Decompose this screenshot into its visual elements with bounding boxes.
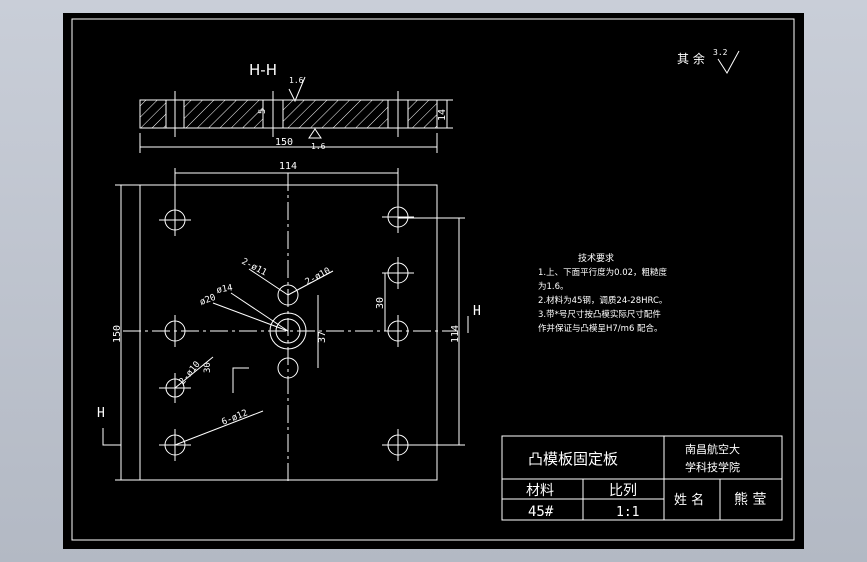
height-150: 150 [112,325,123,343]
section-view: H-H 14 5 1.6 1.6 150 [139,61,453,153]
section-label: H-H [249,61,277,79]
scale-value: 1:1 [616,505,639,520]
label-14: ø14 [216,283,234,296]
roughness-top: 1.6 [289,76,304,85]
tech-req-line2: 为1.6。 [538,281,569,292]
hole-top-right [382,201,414,233]
tech-req-line5: 作并保证与凸模呈H7/m6 配合。 [538,323,663,334]
name-label: 姓 名 [674,492,704,508]
school-line2: 学科技学院 [685,460,740,474]
drawing-border [71,18,795,541]
hole-center-top [277,284,299,306]
hole-top-left [159,204,191,236]
tech-req-line1: 1.上、下面平行度为0.02，粗糙度 [538,267,668,278]
plan-view: 114 150 114 30 37 2-ø11 2-ø10 [97,161,481,483]
hole-mid-left [164,315,186,347]
section-mark-left: H [97,406,105,421]
hole-mid-right [387,315,409,347]
width-150: 150 [275,137,293,148]
label-20: ø20 [199,293,218,308]
label-2-10-30: 2-ø10 [178,360,203,387]
roughness-other: 其 余 3.2 [677,48,740,74]
name-value: 熊 莹 [734,492,766,508]
tech-req-title: 技术要求 [578,252,614,264]
roughness-other-value: 3.2 [713,48,728,57]
drawing-viewport[interactable]: H-H 14 5 1.6 1.6 150 114 [63,13,804,549]
school-line1: 南昌航空大 [685,442,740,456]
label-6-12: 6-ø12 [220,408,249,427]
material-value: 45# [528,504,554,520]
part-name: 凸模板固定板 [528,450,618,468]
hole-bottom-right [382,429,414,461]
hole-mid-right-upper [382,257,414,289]
hole-center [269,312,307,350]
dim-5: 5 [258,109,268,114]
tech-requirements: 技术要求 1.上、下面平行度为0.02，粗糙度 为1.6。 2.材料为45钢，调… [538,252,668,334]
roughness-other-label: 其 余 [677,51,705,66]
tech-req-line4: 3.带*号尺寸按凸模实际尺寸配件 [538,309,661,320]
height-114: 114 [450,325,461,343]
hole-center-bottom [277,357,299,379]
dim-30: 30 [375,297,386,309]
label-2-10: 2-ø10 [304,266,333,288]
thickness-dim: 14 [437,109,448,121]
label-2-11: 2-ø11 [240,257,269,279]
title-block: 凸模板固定板 南昌航空大 学科技学院 材料 45# 比列 1:1 姓 名 熊 莹 [501,435,783,521]
section-mark-right: H [473,304,481,319]
width-114: 114 [279,161,297,172]
cad-drawing: H-H 14 5 1.6 1.6 150 114 [71,18,795,541]
scale-label: 比列 [609,483,637,499]
material-label: 材料 [526,483,554,499]
label-30-hole: 30 [203,362,213,373]
tech-req-line3: 2.材料为45钢，调质24-28HRC。 [538,295,667,306]
dim-37: 37 [317,331,328,343]
